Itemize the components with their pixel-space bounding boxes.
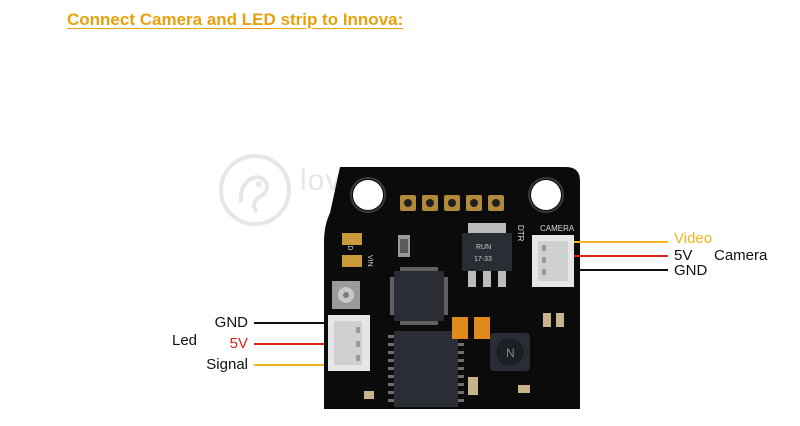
camera-connector <box>532 235 574 287</box>
antenna-connector <box>332 281 360 309</box>
voltage-regulator: RUN 17-33 <box>462 223 512 287</box>
silk-vin: VIN <box>366 255 373 267</box>
regulator-text-run: RUN <box>476 244 491 251</box>
capacitor-2 <box>474 317 490 339</box>
mounting-hole-right <box>531 180 561 210</box>
led-5v-label: 5V <box>229 335 248 352</box>
mcu-chip <box>390 267 448 325</box>
pad-gnd <box>342 233 362 245</box>
led-connector <box>328 315 370 371</box>
led-signal-label: Signal <box>206 356 248 373</box>
regulator-text-code: 17-33 <box>474 256 492 263</box>
capacitor-1 <box>452 317 468 339</box>
inductor-mark: N <box>506 346 515 360</box>
camera-gnd-label: GND <box>674 262 708 279</box>
flight-controller-board: DTR CAMERA GND VIN RUN 17-33 <box>324 167 580 409</box>
pad-vin <box>342 255 362 267</box>
inductor: N <box>490 333 530 371</box>
camera-name-label: Camera <box>714 247 768 264</box>
silk-camera: CAMERA <box>540 224 575 233</box>
watermark-logo-icon <box>219 154 291 226</box>
camera-video-label: Video <box>674 230 713 247</box>
camera-5v-label: 5V <box>674 247 693 264</box>
page-title: Connect Camera and LED strip to Innova: <box>67 10 404 29</box>
osd-chip <box>388 331 464 407</box>
mounting-hole-left <box>353 180 383 210</box>
silk-dtr: DTR <box>516 225 525 242</box>
led-name-label: Led <box>172 332 198 349</box>
led-gnd-label: GND <box>214 314 248 331</box>
